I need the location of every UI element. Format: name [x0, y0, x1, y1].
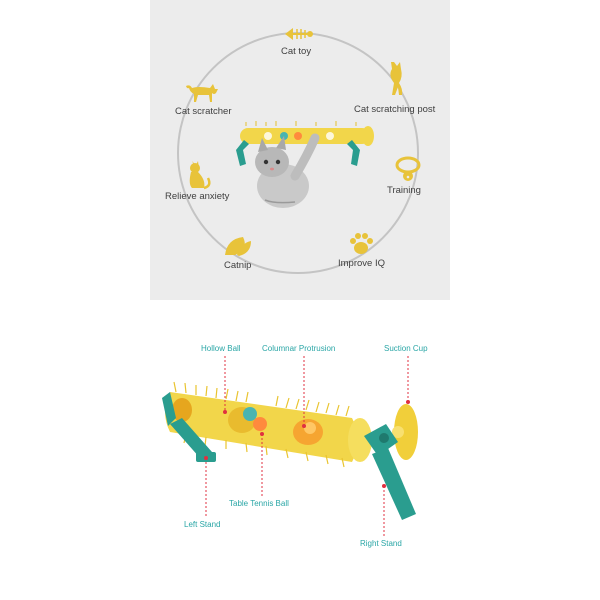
sitting-cat-icon — [189, 161, 211, 190]
diagram-label-suction-cup: Suction Cup — [384, 344, 428, 353]
feature-label-cat-scratching-post: Cat scratching post — [354, 104, 436, 115]
feature-label-improve-iq: Improve IQ — [338, 258, 385, 269]
diagram-label-right-stand: Right Stand — [360, 539, 402, 548]
feature-label-cat-toy: Cat toy — [281, 46, 312, 57]
walking-cat-icon — [186, 84, 218, 102]
paw-print-icon — [350, 233, 373, 254]
feature-label-cat-scratcher: Cat scratcher — [175, 106, 232, 117]
standing-cat-icon — [390, 62, 403, 95]
feature-label-training: Training — [387, 185, 421, 196]
feature-label-catnip: Catnip — [224, 260, 252, 271]
fish-bone-icon — [285, 28, 313, 40]
toy-with-cat-image — [236, 121, 374, 208]
diagram-label-table-tennis-ball: Table Tennis Ball — [229, 499, 289, 508]
diagram-label-columnar-protrusion: Columnar Protrusion — [262, 344, 336, 353]
collar-bell-icon — [395, 156, 421, 181]
diagram-label-left-stand: Left Stand — [184, 520, 221, 529]
feature-panel — [150, 0, 450, 300]
feature-label-relieve-anxiety: Relieve anxiety — [165, 191, 230, 202]
diagram-label-hollow-ball: Hollow Ball — [201, 344, 241, 353]
leaf-icon — [225, 237, 251, 256]
